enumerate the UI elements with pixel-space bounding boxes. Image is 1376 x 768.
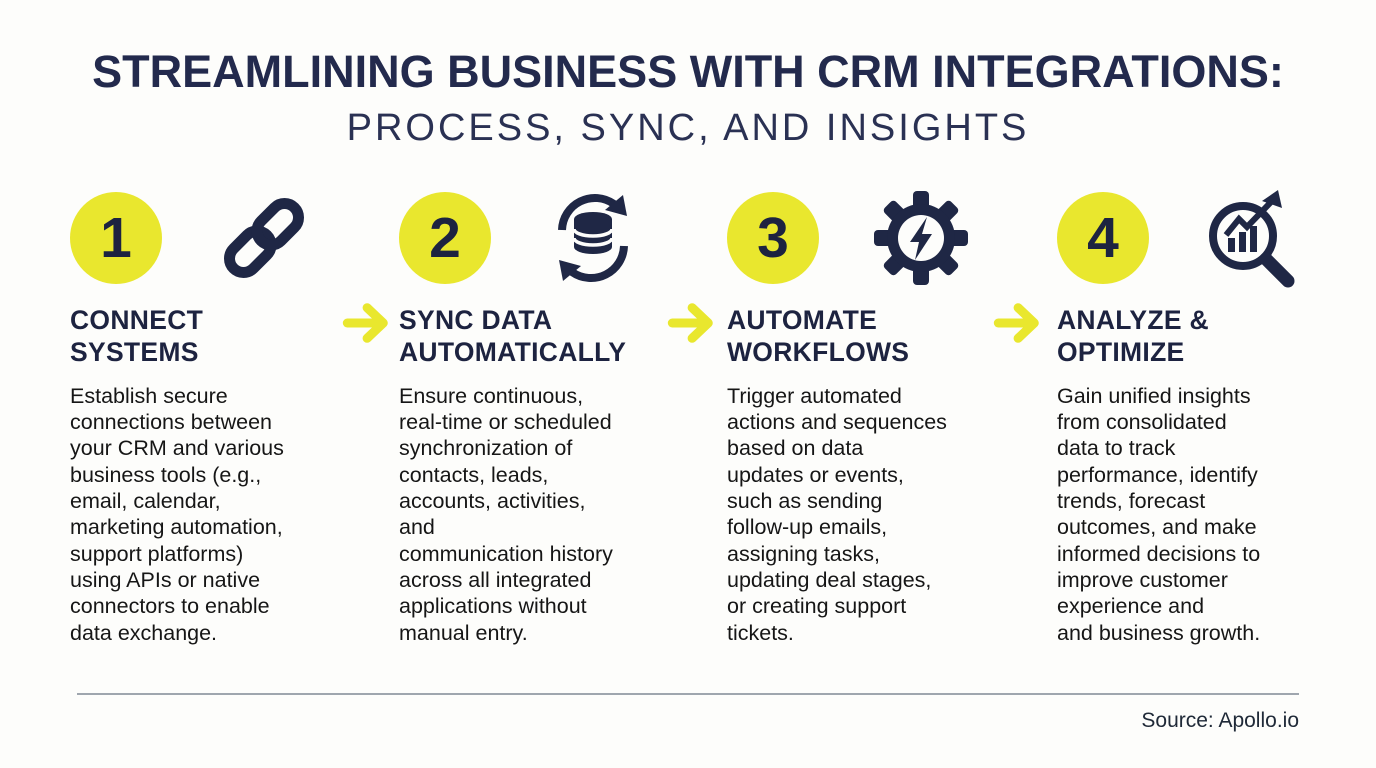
step-heading: ANALYZE & OPTIMIZE xyxy=(1057,305,1209,368)
step-1-header: 1 xyxy=(70,188,346,288)
arrow-right-icon xyxy=(341,296,395,350)
step-description: Trigger automated actions and sequences … xyxy=(727,383,947,645)
arrow-right-icon xyxy=(992,296,1046,350)
step-heading: CONNECT SYSTEMS xyxy=(70,305,204,368)
footer-divider xyxy=(77,693,1299,695)
arrow-right-icon xyxy=(666,296,720,350)
page-subtitle: PROCESS, SYNC, AND INSIGHTS xyxy=(346,107,1030,149)
step-sync-data: 2 SYNC DATA AUTOMATICALLY Ensure continu… xyxy=(399,188,675,646)
step-description: Establish secure connections between you… xyxy=(70,383,284,645)
step-number: 2 xyxy=(429,206,461,270)
page-title: STREAMLINING BUSINESS WITH CRM INTEGRATI… xyxy=(92,46,1284,97)
step-connect-systems: 1 CONNECT SYSTEMS Establish secure conne… xyxy=(70,188,346,646)
step-heading: AUTOMATE WORKFLOWS xyxy=(727,305,910,368)
step-automate-workflows: 3 AUTOMATE WORKFLOWS Trigger xyxy=(727,188,1003,646)
infographic-title: STREAMLINING BUSINESS WITH CRM INTEGRATI… xyxy=(0,46,1376,150)
gear-lightning-icon xyxy=(871,188,971,288)
sync-database-icon xyxy=(543,188,643,288)
step-3-header: 3 xyxy=(727,188,1003,288)
step-number-badge: 1 xyxy=(70,192,162,284)
step-analyze-optimize: 4 ANALYZE & OPTIMIZE Gain unified insigh… xyxy=(1057,188,1333,646)
source-attribution: Source: Apollo.io xyxy=(1141,709,1299,732)
step-number: 4 xyxy=(1087,206,1119,270)
step-number-badge: 2 xyxy=(399,192,491,284)
step-number: 1 xyxy=(100,206,132,270)
step-2-header: 2 xyxy=(399,188,675,288)
step-number-badge: 4 xyxy=(1057,192,1149,284)
step-4-header: 4 xyxy=(1057,188,1333,288)
magnifier-chart-icon xyxy=(1201,188,1301,288)
step-description: Ensure continuous, real-time or schedule… xyxy=(399,383,613,645)
step-number: 3 xyxy=(757,206,789,270)
step-heading: SYNC DATA AUTOMATICALLY xyxy=(399,305,627,368)
step-number-badge: 3 xyxy=(727,192,819,284)
step-description: Gain unified insights from consolidated … xyxy=(1057,383,1261,645)
chain-link-icon xyxy=(214,188,314,288)
